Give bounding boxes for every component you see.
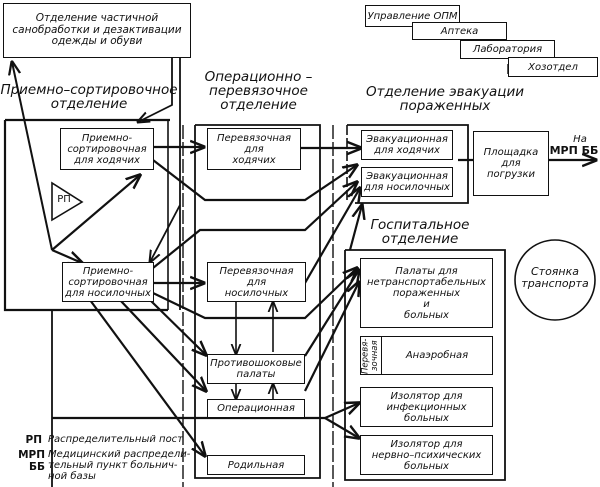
evac-stretcher-box: Эвакуационная для носилочных <box>361 167 453 197</box>
surgical-frame <box>194 124 321 479</box>
destination-prefix: На <box>573 134 587 145</box>
legend-abbr-rp: РП <box>25 434 42 446</box>
sanitation-box: Отделение частичной санобработки и дезак… <box>3 3 191 58</box>
dressing-stretcher-box: Перевязочная для носилочных <box>207 262 306 302</box>
legend-desc-rp: Распределительный пост <box>48 434 184 445</box>
isolator-psych-box: Изолятор для нервно–психических больных <box>360 435 493 475</box>
destination-label: МРП ББ <box>549 144 599 157</box>
legend: РП Распределительный пост МРП ББ Медицин… <box>0 434 200 487</box>
evacuation-title: Отделение эвакуации пораженных <box>365 84 525 115</box>
evac-frame <box>347 124 469 204</box>
transport-parking-label: Стоянка транспорта <box>521 265 589 290</box>
anaerobic-label: Анаэробная <box>405 350 469 361</box>
legend-desc-mrp: Медицинский распредели- тельный пункт бо… <box>48 449 191 482</box>
admin-box-pharmacy: Аптека <box>412 22 507 40</box>
admin-box-lab: Лаборатория <box>460 40 555 59</box>
dressing-walking-box: Перевязочная для ходячих <box>207 128 301 170</box>
isolator-infectious-box: Изолятор для инфекционных больных <box>360 387 493 427</box>
hospital-dressing-label: Перевя- зочная <box>360 336 382 375</box>
transport-parking-circle <box>514 239 596 321</box>
reception-stretcher-box: Приемно- сортировочная для носилочных <box>62 262 154 302</box>
legend-abbr-mrp: МРП ББ <box>18 449 45 473</box>
surgical-title: Операционно – перевязочное отделение <box>204 69 313 114</box>
wards-box: Палаты для нетранспортабельных пораженны… <box>360 258 493 328</box>
hospital-title: Госпитальное отделение <box>370 217 470 248</box>
maternity-box: Родильная <box>207 455 305 475</box>
evac-walking-box: Эвакуационная для ходячих <box>361 130 453 160</box>
rp-marker: РП <box>57 194 71 205</box>
operating-box: Операционная <box>207 399 305 418</box>
reception-walking-box: Приемно- сортировочная для ходячих <box>60 128 154 170</box>
admin-box-supply: Хозотдел <box>508 57 598 77</box>
hospital-dressing-anaerobic-box: Перевя- зочная Анаэробная <box>360 336 493 375</box>
loading-area-box: Площадка для погрузки <box>473 131 549 196</box>
antishock-box: Противошоковые палаты <box>207 354 305 384</box>
reception-title: Приемно–сортировочное отделение <box>0 82 178 113</box>
